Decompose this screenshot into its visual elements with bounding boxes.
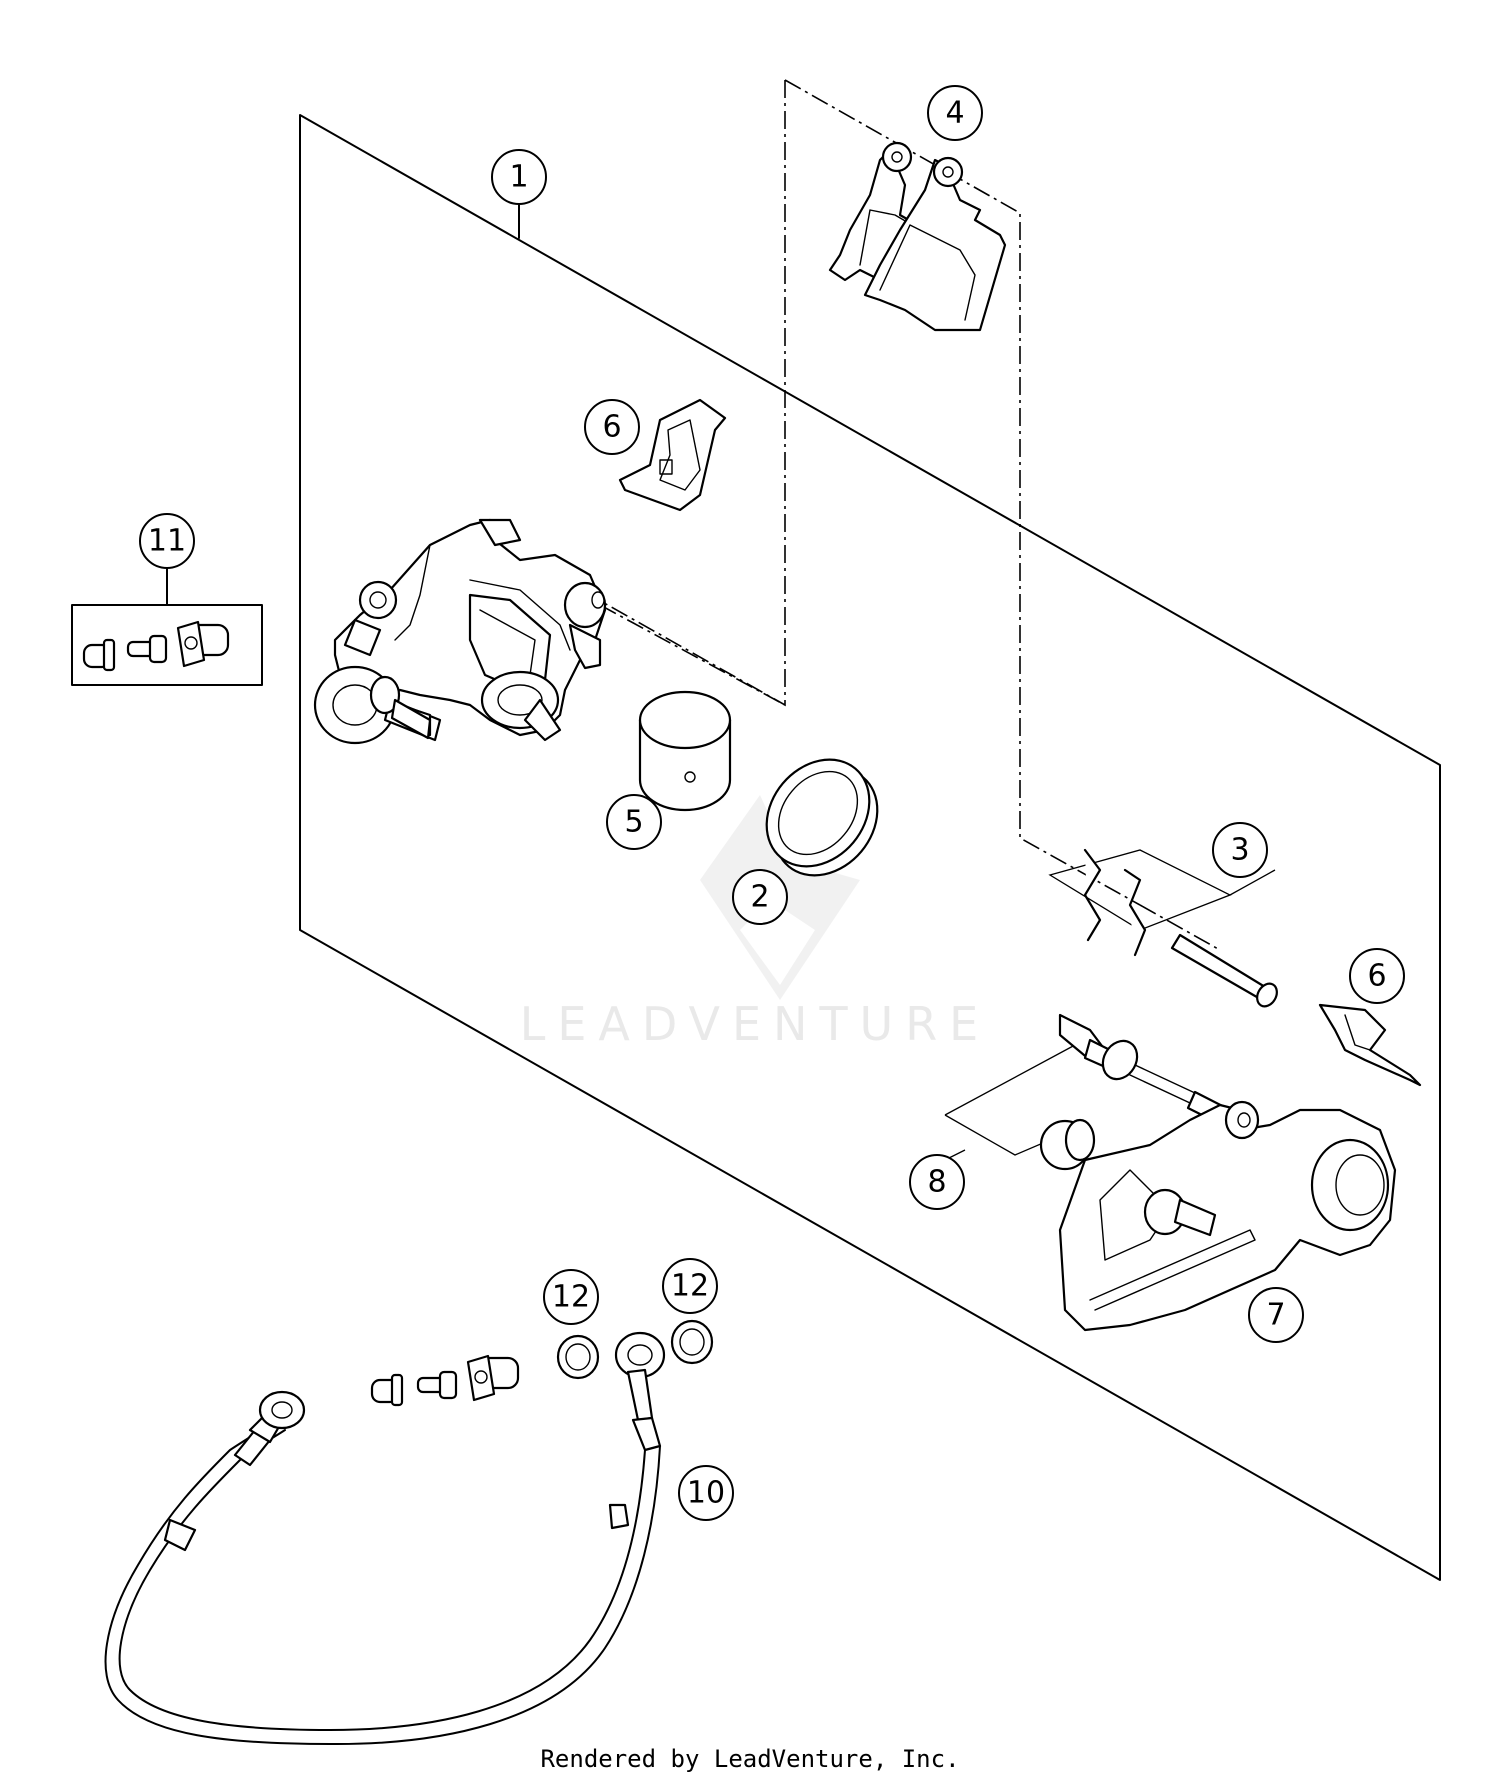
caliper-body xyxy=(313,518,607,745)
brake-hose xyxy=(104,1331,666,1746)
callout-11: 11 xyxy=(139,513,195,569)
callout-1: 1 xyxy=(491,149,547,205)
callout-2: 2 xyxy=(732,869,788,925)
callout-label: 12 xyxy=(671,1269,709,1304)
pad-spring-right xyxy=(1318,1003,1422,1087)
callout-6-right: 6 xyxy=(1349,948,1405,1004)
bleeder-set-loose xyxy=(370,1354,520,1407)
callout-label: 5 xyxy=(624,805,643,840)
pad-spring-top xyxy=(618,398,727,512)
callout-label: 12 xyxy=(552,1280,590,1315)
callout-label: 1 xyxy=(509,160,528,195)
callout-label: 11 xyxy=(148,524,186,559)
assembly-frame-1 xyxy=(299,114,1441,1581)
leader-dash-caliper xyxy=(599,604,786,706)
callout-4: 4 xyxy=(927,85,983,141)
piston xyxy=(638,690,732,812)
watermark-text: LEADVENTURE xyxy=(520,997,991,1051)
callout-label: 3 xyxy=(1230,833,1249,868)
callout-5: 5 xyxy=(606,794,662,850)
callout-10: 10 xyxy=(678,1465,734,1521)
washers xyxy=(556,1319,714,1380)
bleeder-set-11 xyxy=(82,620,230,672)
piston-seals xyxy=(765,758,879,877)
callout-label: 2 xyxy=(750,880,769,915)
leader-dash-pin xyxy=(1139,904,1221,951)
callout-7: 7 xyxy=(1248,1287,1304,1343)
callout-8: 8 xyxy=(909,1154,965,1210)
callout-label: 6 xyxy=(602,410,621,445)
callout-3: 3 xyxy=(1212,822,1268,878)
callout-12-right: 12 xyxy=(662,1258,718,1314)
callout-label: 4 xyxy=(945,96,964,131)
callout-12-left: 12 xyxy=(543,1269,599,1325)
render-credit: Rendered by LeadVenture, Inc. xyxy=(540,1745,960,1773)
brake-pads xyxy=(828,141,1007,332)
callout-label: 8 xyxy=(927,1165,946,1200)
caliper-carrier xyxy=(1058,1100,1397,1332)
callout-label: 7 xyxy=(1266,1298,1285,1333)
callout-label: 10 xyxy=(687,1476,725,1511)
callout-6-top: 6 xyxy=(584,399,640,455)
callout-label: 6 xyxy=(1367,959,1386,994)
pin-set xyxy=(1048,848,1278,1008)
